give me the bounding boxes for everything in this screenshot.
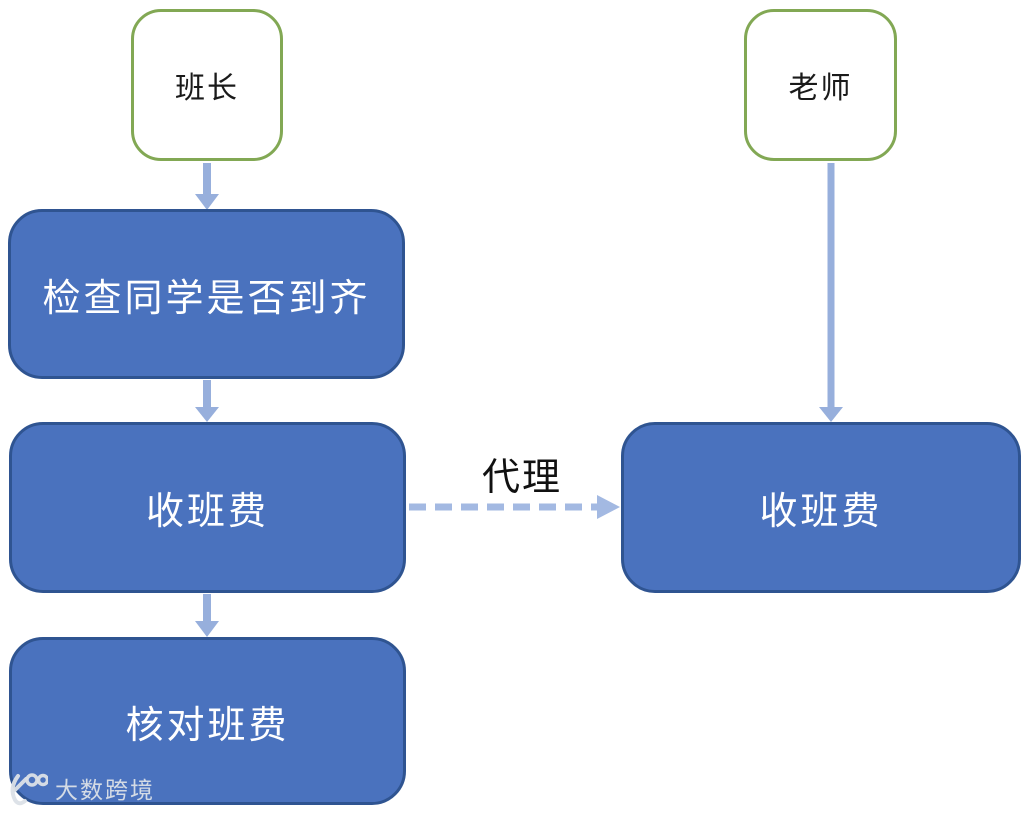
actor-monitor-label: 班长 xyxy=(175,72,239,105)
watermark-logo-icon xyxy=(10,773,48,806)
arrow-monitor-to-check xyxy=(195,163,219,210)
actor-teacher-label: 老师 xyxy=(788,72,853,105)
process-verify-fee-label: 核对班费 xyxy=(125,704,290,747)
arrow-collect-to-verify xyxy=(195,594,219,637)
process-collect-fee-right-label: 收班费 xyxy=(759,491,883,533)
watermark: 大数跨境 xyxy=(6,770,155,806)
arrow-check-to-collect xyxy=(195,380,219,422)
actor-node-teacher: 老师 xyxy=(744,9,897,161)
watermark-text: 大数跨境 xyxy=(55,777,155,803)
process-collect-fee-left-label: 收班费 xyxy=(145,491,269,533)
process-check-attendance-label: 检查同学是否到齐 xyxy=(42,277,371,320)
process-node-verify-fee: 核对班费 xyxy=(9,637,406,805)
arrow-teacher-to-collect xyxy=(819,163,843,422)
process-node-check-attendance: 检查同学是否到齐 xyxy=(8,209,405,379)
process-node-collect-fee-left: 收班费 xyxy=(9,422,406,593)
edge-label-proxy: 代理 xyxy=(481,457,562,499)
actor-node-monitor: 班长 xyxy=(131,9,283,161)
process-node-collect-fee-right: 收班费 xyxy=(621,422,1021,593)
